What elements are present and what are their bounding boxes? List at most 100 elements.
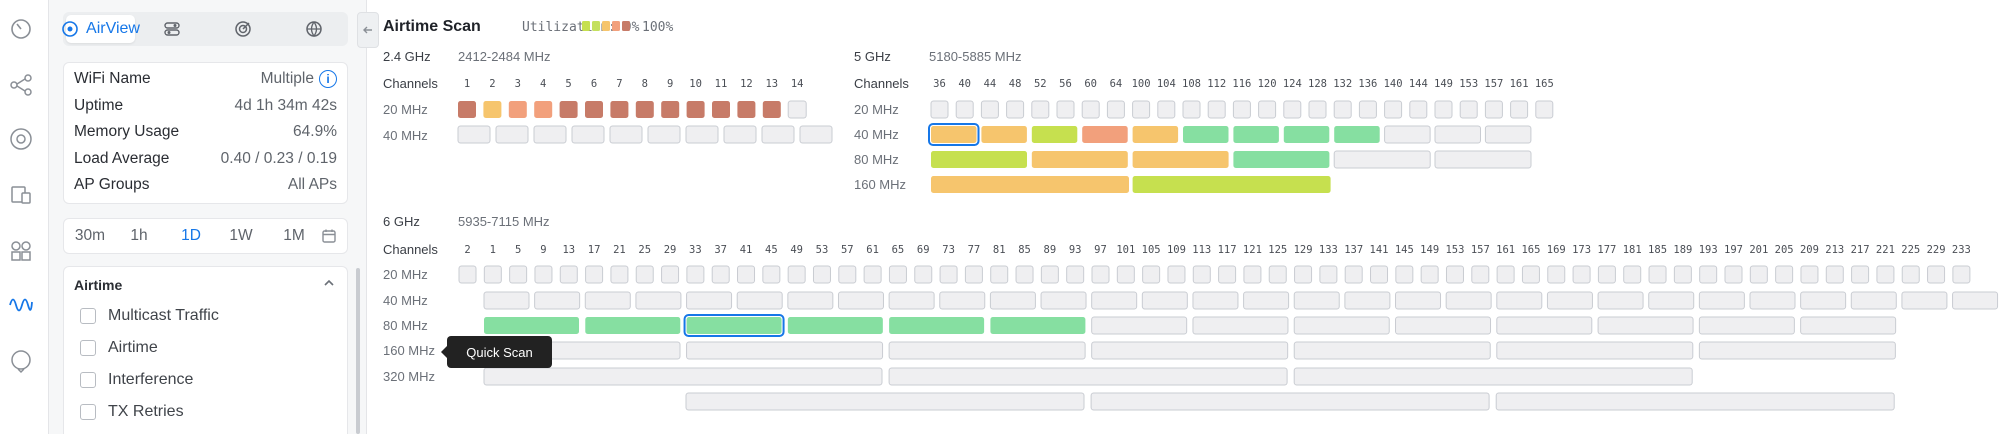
channel-cell[interactable] (990, 317, 1086, 334)
channel-cell[interactable] (1132, 176, 1331, 193)
channel-cell[interactable] (686, 265, 705, 284)
channel-cell[interactable] (1901, 265, 1920, 284)
devices-icon[interactable] (8, 126, 34, 152)
channel-cell[interactable] (1521, 265, 1540, 284)
channel-cell[interactable] (888, 367, 1288, 386)
channel-cell[interactable] (981, 126, 1027, 143)
channel-cell[interactable] (483, 291, 530, 310)
channel-cell[interactable] (1876, 265, 1895, 284)
airtime-option[interactable]: Multicast Traffic (80, 306, 219, 326)
channel-cell[interactable] (930, 100, 949, 119)
channel-cell[interactable] (1066, 265, 1085, 284)
channel-cell[interactable] (939, 291, 986, 310)
channel-cell[interactable] (837, 291, 884, 310)
scan-tab[interactable] (208, 15, 277, 43)
channel-cell[interactable] (1192, 265, 1211, 284)
channel-cell-20mhz[interactable] (585, 101, 603, 118)
channel-cell[interactable] (1471, 265, 1490, 284)
channel-cell[interactable] (1698, 341, 1896, 360)
checkbox[interactable] (80, 404, 96, 420)
channel-cell[interactable] (1081, 100, 1100, 119)
channel-cell[interactable] (1698, 291, 1745, 310)
topology-icon[interactable] (8, 72, 34, 98)
channel-cell[interactable] (1800, 316, 1897, 335)
channel-cell[interactable] (585, 265, 604, 284)
channel-cell[interactable] (1040, 291, 1087, 310)
channel-cell[interactable] (686, 341, 884, 360)
channel-cell[interactable] (1031, 100, 1050, 119)
channel-cell[interactable] (889, 317, 985, 334)
channel-cell[interactable] (1484, 125, 1532, 144)
channel-cell[interactable] (1232, 100, 1251, 119)
channel-cell-40mhz[interactable] (571, 125, 605, 144)
collapse-sidebar-button[interactable] (357, 12, 379, 48)
time-range-1w[interactable]: 1W (229, 227, 253, 244)
time-range-30m[interactable]: 30m (74, 227, 106, 244)
channel-cell[interactable] (1091, 291, 1138, 310)
channel-cell[interactable] (787, 317, 883, 334)
globe-tab[interactable] (279, 15, 348, 43)
channel-cell-40mhz[interactable] (647, 125, 681, 144)
channel-cell[interactable] (1370, 265, 1389, 284)
channel-cell[interactable] (585, 317, 681, 334)
channel-cell[interactable] (1192, 316, 1289, 335)
channel-cell[interactable] (1395, 265, 1414, 284)
channel-cell[interactable] (1167, 265, 1186, 284)
channel-cell[interactable] (931, 126, 977, 143)
channel-cell[interactable] (1535, 100, 1554, 119)
channel-cell[interactable] (1333, 100, 1352, 119)
channel-cell[interactable] (1384, 125, 1431, 144)
channel-cell[interactable] (1233, 151, 1330, 168)
channel-cell[interactable] (1344, 291, 1391, 310)
channel-cell[interactable] (888, 265, 907, 284)
channel-cell[interactable] (1293, 341, 1491, 360)
airview-tab[interactable]: AirView (62, 15, 140, 43)
channel-cell[interactable] (1031, 126, 1078, 143)
channel-cell[interactable] (1395, 291, 1442, 310)
channel-cell[interactable] (762, 265, 781, 284)
channel-cell[interactable] (1434, 100, 1453, 119)
channel-cell[interactable] (1597, 316, 1694, 335)
channel-cell[interactable] (1319, 265, 1338, 284)
channel-cell-40mhz[interactable] (457, 125, 491, 144)
channel-cell[interactable] (1952, 291, 1999, 310)
channel-cell[interactable] (990, 265, 1009, 284)
channel-cell[interactable] (1040, 265, 1059, 284)
channel-cell[interactable] (1294, 265, 1313, 284)
channel-cell[interactable] (1850, 291, 1897, 310)
channel-cell[interactable] (1132, 126, 1179, 143)
switches-tab[interactable] (137, 15, 206, 43)
info-icon[interactable]: i (319, 70, 337, 88)
time-range-1h[interactable]: 1h (130, 227, 148, 244)
clients-icon[interactable] (8, 182, 34, 208)
channel-cell[interactable] (584, 291, 631, 310)
channel-cell[interactable] (955, 100, 974, 119)
channel-cell-20mhz[interactable] (610, 101, 629, 118)
channel-cell[interactable] (1445, 265, 1464, 284)
channel-cell[interactable] (686, 317, 782, 334)
channel-cell[interactable] (509, 265, 528, 284)
channel-cell[interactable] (1434, 125, 1481, 144)
channel-cell[interactable] (1699, 265, 1718, 284)
channel-cell[interactable] (1183, 126, 1229, 143)
time-range-1d[interactable]: 1D (181, 227, 201, 244)
dashboard-icon[interactable] (8, 16, 34, 42)
channel-cell[interactable] (964, 265, 983, 284)
channel-cell[interactable] (483, 367, 883, 386)
channel-cell[interactable] (484, 317, 579, 334)
channel-cell[interactable] (939, 265, 958, 284)
channel-cell[interactable] (888, 341, 1086, 360)
channel-cell[interactable] (1800, 291, 1847, 310)
channel-cell-20mhz[interactable] (762, 101, 781, 118)
channel-cell-20mhz[interactable] (458, 101, 476, 118)
channel-cell[interactable] (1293, 316, 1390, 335)
channel-cell[interactable] (1901, 291, 1948, 310)
channel-cell[interactable] (1157, 100, 1176, 119)
checkbox[interactable] (80, 340, 96, 356)
channel-cell[interactable] (1623, 265, 1642, 284)
channel-cell[interactable] (1673, 265, 1692, 284)
sidebar-scrollbar[interactable] (356, 268, 360, 434)
channel-cell-20mhz[interactable] (661, 101, 680, 118)
channel-cell[interactable] (1547, 265, 1566, 284)
channel-cell[interactable] (1496, 291, 1543, 310)
